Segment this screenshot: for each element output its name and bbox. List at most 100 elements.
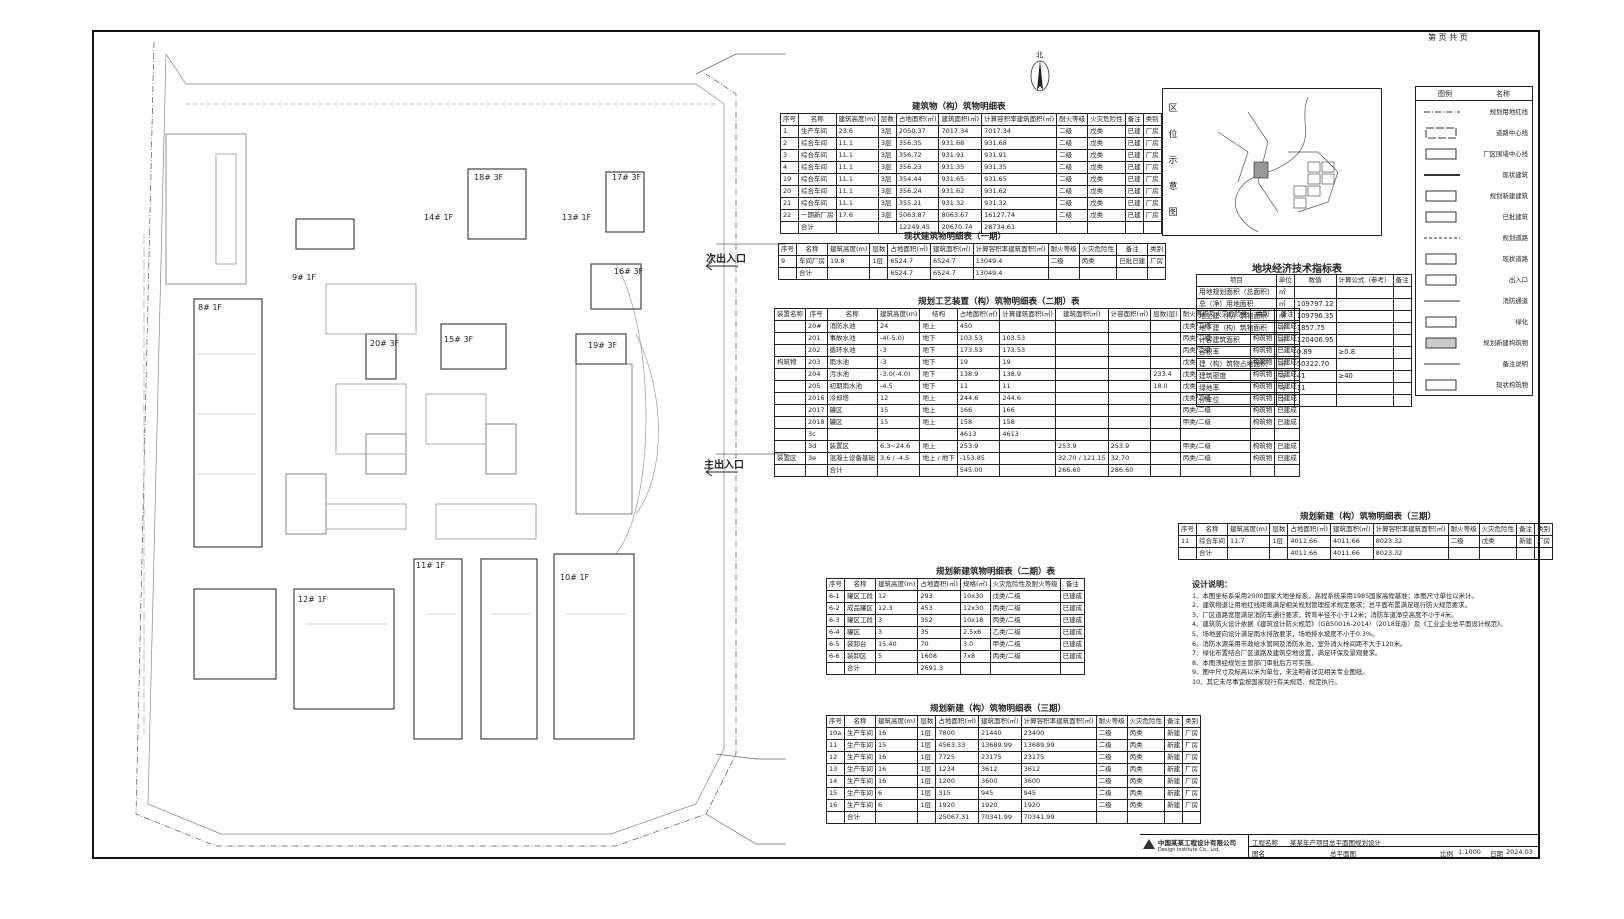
table-cell: 二级 bbox=[1056, 149, 1089, 162]
table-cell: 丙类/二级 bbox=[989, 650, 1061, 663]
table-cell: 204 bbox=[805, 368, 828, 381]
table-cell: 成品罐区 bbox=[844, 602, 876, 615]
table-six-title: 规划新建（构）筑物明细表（三期） bbox=[1300, 512, 1437, 522]
table-cell: 3层 bbox=[877, 209, 897, 222]
table-cell bbox=[1179, 428, 1251, 441]
header-cell: 占地面积(㎡) bbox=[956, 308, 1001, 321]
table-cell: 合计 bbox=[844, 811, 876, 824]
header-cell: 类别 bbox=[1147, 243, 1167, 256]
table-cell: 931.91 bbox=[938, 149, 983, 162]
table-cell: 2050.37 bbox=[895, 125, 940, 138]
table-cell: 戊类 bbox=[1087, 149, 1126, 162]
legend-list: 图例名称规划用地红线道路中心线厂区围墙中心线现状建筑规划新建建筑已批建筑规划道路… bbox=[1416, 88, 1532, 395]
table-cell: 22 bbox=[780, 209, 799, 222]
table-cell: 二级 bbox=[1095, 799, 1128, 812]
table-cell bbox=[1335, 334, 1394, 347]
table-cell: 3.6 / -4.5 bbox=[877, 452, 921, 465]
table-cell: 戊类 bbox=[1478, 535, 1518, 548]
table-cell bbox=[1054, 332, 1109, 345]
table-cell bbox=[1164, 811, 1184, 824]
table-cell: 已建 bbox=[1124, 197, 1144, 210]
table-cell bbox=[1335, 358, 1394, 371]
table-header-row: 序号名称建筑高度(m)层数占地面积(㎡)建筑面积(㎡)计算容积率建筑面积(㎡)耐… bbox=[826, 715, 1202, 728]
legend-item: 消防通道 bbox=[1416, 290, 1532, 311]
header-cell: 结构 bbox=[919, 308, 958, 321]
table-cell: % bbox=[1275, 382, 1295, 395]
table-cell: 50322.70 bbox=[1293, 358, 1337, 371]
table-cell: 综合车间 bbox=[798, 137, 837, 150]
table-cell: 厂房 bbox=[1147, 255, 1167, 268]
legend-swatch-icon bbox=[1425, 274, 1457, 285]
table-cell: 1层 bbox=[917, 739, 937, 752]
table-cell: 2017 bbox=[805, 404, 828, 417]
table-header-row: 序号名称建筑高度(m)层数占地面积(㎡)建筑面积(㎡)计算容积率建筑面积(㎡)耐… bbox=[780, 113, 1162, 126]
table-cell: 合计 bbox=[798, 221, 837, 234]
table-row: 绿地率%11 bbox=[1196, 382, 1412, 395]
table-cell: 循环水池 bbox=[826, 344, 879, 357]
table-cell: 罐区 bbox=[826, 404, 879, 417]
entrance-secondary-label: 次出入口 bbox=[706, 254, 746, 265]
legend-item: 规划道路 bbox=[1416, 227, 1532, 248]
table-cell: 6524.7 bbox=[887, 255, 931, 268]
table-cell: 103.53 bbox=[956, 332, 1001, 345]
table-cell: -4(-5.0) bbox=[877, 332, 921, 345]
building-b14-label: 14# 1F bbox=[424, 213, 454, 222]
table-cell: 新建 bbox=[1164, 763, 1184, 776]
table-cell: 二级 bbox=[1447, 535, 1480, 548]
building-b15-label: 15# 3F bbox=[444, 335, 474, 344]
table-cell: 厂房 bbox=[1534, 535, 1554, 548]
table-cell: 352 bbox=[917, 614, 961, 627]
table-cell: 戊类 bbox=[1087, 197, 1126, 210]
table-cell bbox=[1107, 428, 1152, 441]
date-value: 2024.03 bbox=[1506, 848, 1533, 856]
table-row: 用地规划面积（总面积）㎡ bbox=[1196, 286, 1412, 299]
table-row: 停车位个 bbox=[1196, 394, 1412, 407]
header-cell: 建筑面积(㎡) bbox=[1329, 523, 1374, 536]
table-cell: 3612 bbox=[1020, 763, 1097, 776]
table-cell: 地下 bbox=[919, 344, 958, 357]
table-cell: 20 bbox=[780, 185, 799, 198]
table-cell: 乙类/二级 bbox=[989, 626, 1061, 639]
table-cell: 戊类 bbox=[1087, 173, 1126, 186]
table-cell: 931.32 bbox=[938, 197, 983, 210]
table-cell: 丙类 bbox=[1126, 787, 1166, 800]
table-cell: 已建成 bbox=[1059, 602, 1086, 615]
header-cell: 层数 bbox=[877, 113, 897, 126]
table-cell: 931.65 bbox=[981, 173, 1058, 186]
building-b8-outline bbox=[193, 298, 263, 548]
table-cell: 253.9 bbox=[1107, 440, 1152, 453]
table-cell: 1608 bbox=[917, 650, 961, 663]
table-cell: ㎡ bbox=[1275, 286, 1295, 299]
table-cell: 已建成 bbox=[1059, 626, 1086, 639]
table-cell: 地上 bbox=[919, 440, 958, 453]
building-b17-outline bbox=[605, 171, 645, 233]
table-cell bbox=[1392, 310, 1412, 323]
header-cell: 备注 bbox=[1164, 715, 1184, 728]
table-two-title: 现状建筑物明细表（一期） bbox=[904, 232, 1007, 242]
building-b9-label: 9# 1F bbox=[292, 273, 317, 282]
table-cell bbox=[1054, 368, 1109, 381]
table-cell: 1层 bbox=[917, 787, 937, 800]
table-cell: 931.32 bbox=[981, 197, 1058, 210]
table-cell: ㎡ bbox=[1275, 298, 1295, 311]
table-cell: 污水池 bbox=[826, 368, 879, 381]
table-cell: 新建 bbox=[1164, 787, 1184, 800]
legend-item: 规划用地红线 bbox=[1416, 101, 1532, 122]
table-cell: % bbox=[1275, 370, 1295, 383]
table-cell bbox=[1275, 346, 1295, 359]
table-five: 序号名称建筑高度(m)层数占地面积(㎡)建筑面积(㎡)计算容积率建筑面积(㎡)耐… bbox=[826, 715, 1202, 824]
table-cell bbox=[774, 380, 806, 393]
table-cell bbox=[774, 428, 806, 441]
table-cell: 19 bbox=[956, 356, 1001, 369]
table-cell: 1层 bbox=[1269, 535, 1289, 548]
table-cell bbox=[1293, 286, 1337, 299]
table-cell: 9 bbox=[778, 255, 797, 268]
building-b19-label: 19# 3F bbox=[588, 341, 618, 350]
table-cell bbox=[999, 452, 1056, 465]
header-cell: 类别 bbox=[1534, 523, 1554, 536]
